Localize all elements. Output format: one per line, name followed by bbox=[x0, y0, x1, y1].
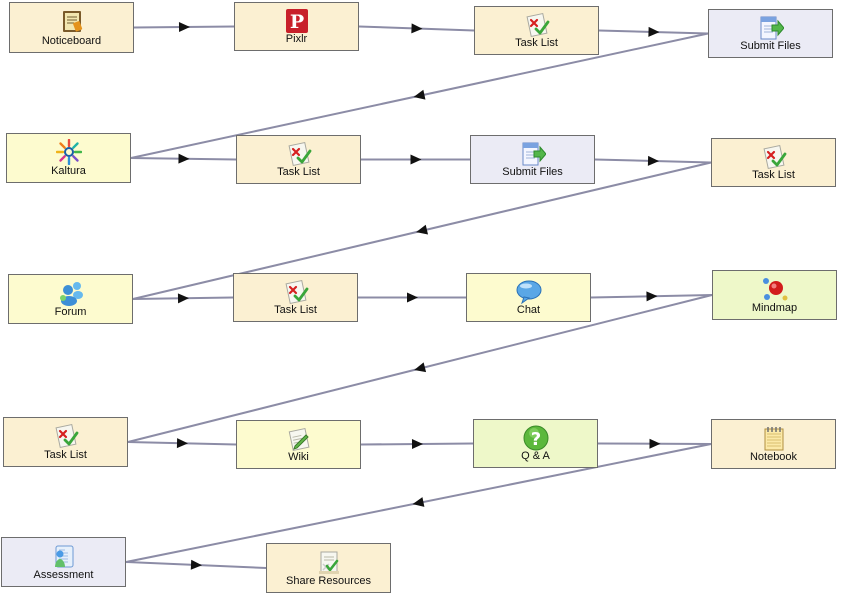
activity-node-tasklist4[interactable]: Task List bbox=[233, 273, 358, 322]
arrowhead-icon bbox=[177, 293, 189, 304]
arrowhead-icon bbox=[648, 26, 660, 37]
activity-label: Wiki bbox=[288, 451, 309, 463]
activity-label: Q & A bbox=[521, 450, 550, 462]
forum-icon bbox=[58, 280, 84, 306]
task-list-icon bbox=[286, 141, 312, 167]
arrowhead-icon bbox=[178, 22, 190, 33]
question-icon: ? bbox=[523, 425, 549, 451]
share-resources-icon bbox=[316, 549, 342, 575]
activity-label: Task List bbox=[44, 449, 87, 461]
task-list-icon bbox=[283, 279, 309, 305]
activity-node-assessment[interactable]: Assessment bbox=[1, 537, 126, 587]
activity-label: Submit Files bbox=[740, 40, 801, 52]
activity-label: Task List bbox=[277, 166, 320, 178]
activity-label: Chat bbox=[516, 304, 541, 316]
arrowhead-icon bbox=[178, 153, 190, 164]
svg-text:P: P bbox=[289, 11, 303, 33]
activity-label: Assessment bbox=[33, 569, 94, 581]
activity-node-tasklist2[interactable]: Task List bbox=[236, 135, 361, 184]
activity-label: Share Resources bbox=[286, 575, 371, 587]
activity-node-wiki[interactable]: Wiki bbox=[236, 420, 361, 469]
task-list-icon bbox=[524, 12, 550, 38]
activity-node-notebook[interactable]: Notebook bbox=[711, 419, 836, 469]
activity-node-submit1[interactable]: Submit Files bbox=[708, 9, 833, 58]
activity-label: Pixlr bbox=[285, 33, 308, 45]
activity-label: Kaltura bbox=[51, 165, 86, 177]
activity-label: Mindmap bbox=[751, 302, 798, 314]
arrowhead-icon bbox=[411, 439, 423, 450]
activity-label: Notebook bbox=[749, 451, 798, 463]
activity-node-submit2[interactable]: Submit Files bbox=[470, 135, 595, 184]
arrowhead-icon bbox=[414, 362, 427, 373]
activity-node-kaltura[interactable]: Kaltura bbox=[6, 133, 131, 183]
svg-text:?: ? bbox=[530, 429, 540, 450]
noticeboard-icon bbox=[59, 8, 85, 34]
activity-node-forum[interactable]: Forum bbox=[8, 274, 133, 324]
activity-label: Submit Files bbox=[502, 166, 563, 178]
activity-label: Task List bbox=[752, 169, 795, 181]
activity-node-tasklist1[interactable]: Task List bbox=[474, 6, 599, 55]
arrowhead-icon bbox=[412, 497, 425, 507]
arrowhead-icon bbox=[410, 154, 422, 165]
activity-node-chat[interactable]: Chat bbox=[466, 273, 591, 322]
notebook-icon bbox=[761, 425, 787, 451]
arrowhead-icon bbox=[416, 224, 429, 235]
activity-node-mindmap[interactable]: Mindmap bbox=[712, 270, 837, 320]
submit-files-icon bbox=[758, 15, 784, 41]
arrowhead-icon bbox=[413, 89, 426, 100]
arrowhead-icon bbox=[176, 438, 188, 449]
activity-node-share[interactable]: Share Resources bbox=[266, 543, 391, 593]
activity-node-qa[interactable]: ?Q & A bbox=[473, 419, 598, 468]
arrowhead-icon bbox=[646, 291, 658, 302]
activity-label: Task List bbox=[274, 304, 317, 316]
activity-node-tasklist3[interactable]: Task List bbox=[711, 138, 836, 187]
arrowhead-icon bbox=[407, 292, 418, 303]
chat-icon bbox=[516, 279, 542, 305]
activity-label: Forum bbox=[54, 306, 87, 318]
activity-label: Task List bbox=[515, 37, 558, 49]
mindmap-icon bbox=[762, 276, 788, 302]
arrowhead-icon bbox=[411, 23, 423, 34]
arrowhead-icon bbox=[190, 559, 202, 570]
activity-node-tasklist5[interactable]: Task List bbox=[3, 417, 128, 467]
assessment-icon bbox=[51, 543, 77, 569]
kaltura-icon bbox=[55, 139, 82, 165]
wiki-icon bbox=[286, 426, 312, 452]
task-list-icon bbox=[761, 144, 787, 170]
task-list-icon bbox=[53, 423, 79, 449]
arrowhead-icon bbox=[647, 155, 659, 166]
activity-label: Noticeboard bbox=[41, 35, 102, 47]
arrowhead-icon bbox=[649, 438, 661, 449]
submit-files-icon bbox=[520, 141, 546, 167]
pixlr-icon: P bbox=[284, 8, 310, 34]
activity-node-noticeboard[interactable]: Noticeboard bbox=[9, 2, 134, 53]
